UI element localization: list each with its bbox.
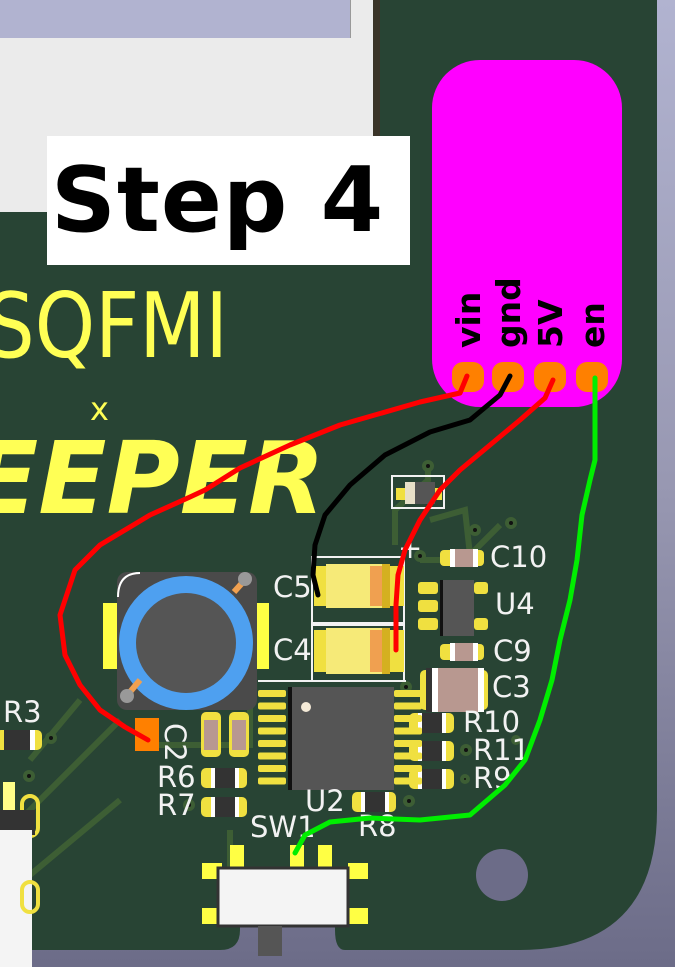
pin-pad-5v [534, 362, 566, 392]
inductor [103, 572, 269, 710]
label-r7: R7 [157, 788, 196, 822]
label-r10: R10 [463, 705, 520, 739]
viewer-edge [373, 0, 380, 212]
label-u4: U4 [495, 587, 535, 621]
step-title: Step 4 [47, 136, 410, 265]
label-r9: R9 [473, 761, 512, 795]
breakout-module [432, 60, 622, 407]
u2-pin [258, 777, 286, 785]
wire-gnd [310, 373, 513, 598]
pin-pad-en [576, 362, 608, 392]
pin-label-gnd: gnd [489, 277, 528, 348]
pin-label-en: en [573, 302, 612, 348]
wire-5v [393, 377, 556, 653]
brand-x: x [90, 390, 109, 428]
label-c4: C4 [273, 633, 312, 667]
pin-label-5v: 5V [531, 299, 570, 348]
brand-keeper: EEPER [0, 420, 325, 537]
wire-vin [57, 373, 470, 743]
label-c5: C5 [273, 570, 312, 604]
capacitor-c4 [311, 624, 405, 682]
capacitor-c9 [440, 643, 484, 661]
u2-pin [258, 740, 286, 747]
u2-pin [394, 715, 422, 722]
viewer-background-top [0, 0, 350, 38]
viewer-panel-strip [350, 0, 374, 38]
capacitor-c5 [311, 556, 405, 624]
switch-sw1 [202, 845, 368, 956]
label-r11: R11 [473, 733, 530, 767]
u2-pin [394, 702, 422, 710]
pin-label-vin: vin [449, 292, 488, 348]
u2-pin [394, 740, 422, 747]
wire-en [292, 375, 598, 856]
u2-pin [258, 765, 286, 772]
capacitor-c3 [420, 668, 488, 712]
capacitor-c10 [440, 549, 484, 567]
wires [57, 373, 598, 856]
resistor-r7 [201, 797, 247, 817]
u2-pin [394, 690, 422, 697]
resistor-r8 [352, 792, 396, 812]
ic-u4 [418, 580, 488, 636]
u2-pin [258, 702, 286, 710]
mounting-hole [476, 849, 528, 901]
label-r3: R3 [3, 695, 42, 729]
vias [23, 460, 521, 811]
u2-pin [258, 690, 286, 697]
resistor-r6 [201, 768, 247, 788]
capacitor-pair [201, 712, 249, 757]
usb-connector [0, 782, 40, 967]
u2-pin [394, 777, 422, 785]
u2-pin [394, 765, 422, 772]
label-r8: R8 [358, 809, 397, 843]
resistor-r3 [0, 730, 42, 750]
copper-traces [0, 466, 503, 903]
label-c2: C2 [158, 723, 192, 762]
brand-sqfmi: SQFMI [0, 274, 228, 379]
u2-pin [394, 752, 422, 760]
u2-pin [394, 727, 422, 735]
u2-pin [258, 752, 286, 760]
label-u2: U2 [305, 784, 345, 818]
u2-outline [258, 680, 406, 682]
label-c10: C10 [490, 540, 547, 574]
label-c9: C9 [493, 634, 532, 668]
label-c3: C3 [492, 670, 531, 704]
u2-pin [258, 715, 286, 722]
label-sw1: SW1 [250, 810, 316, 844]
label-r6: R6 [157, 760, 196, 794]
ic-u2 [258, 687, 422, 790]
u2-pin [258, 727, 286, 735]
